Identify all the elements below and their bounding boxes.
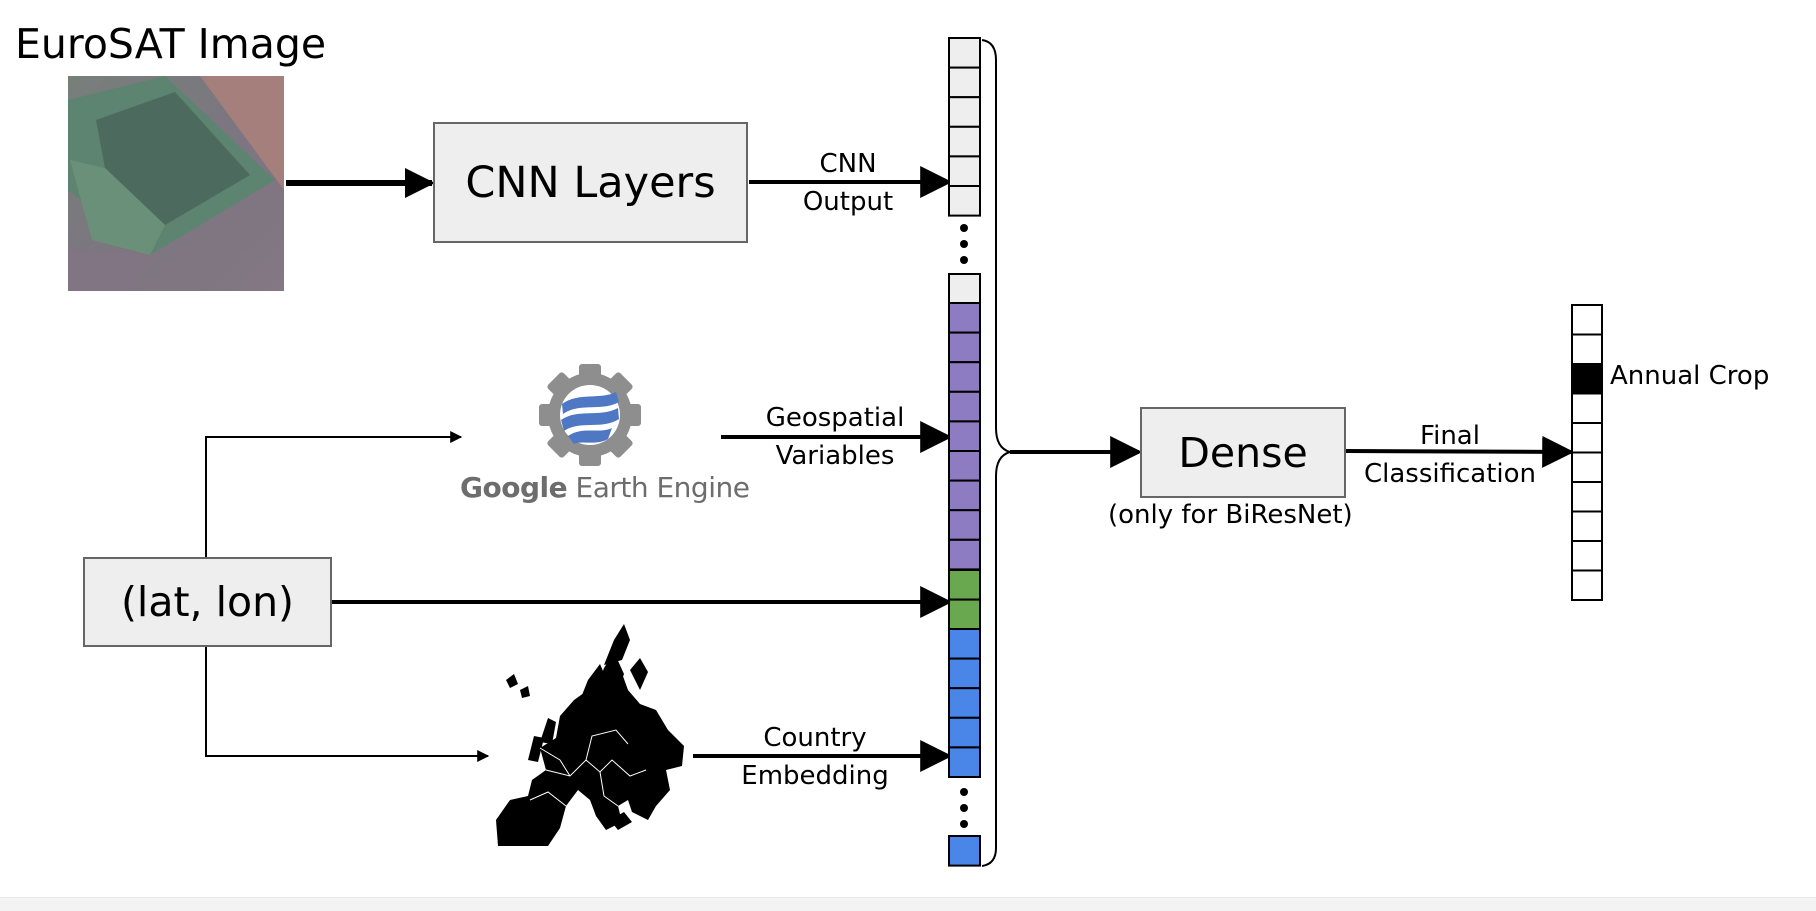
geospatial-line-1: Geospatial bbox=[765, 403, 905, 433]
country-line-1: Country bbox=[763, 723, 867, 753]
output-cell bbox=[1571, 333, 1603, 365]
output-cell-selected bbox=[1571, 363, 1603, 395]
output-cell bbox=[1571, 510, 1603, 542]
country-embedding-cell bbox=[948, 628, 981, 660]
country-embedding-cell bbox=[948, 657, 981, 690]
geospatial-line-2: Variables bbox=[775, 441, 895, 471]
dense-box: Dense bbox=[1140, 407, 1346, 498]
cnn-output-cell bbox=[948, 125, 981, 158]
eurosat-image bbox=[68, 76, 284, 291]
cnn-output-cell bbox=[948, 155, 981, 187]
dense-condition-note: (only for BiResNet) bbox=[1108, 500, 1353, 530]
country-embedding-cell bbox=[948, 746, 981, 779]
output-cell bbox=[1571, 481, 1603, 513]
final-classification-label: Final Classification bbox=[1345, 417, 1555, 493]
lat-lon-cell bbox=[948, 569, 981, 601]
geospatial-variables-cell bbox=[948, 420, 981, 452]
output-vector bbox=[1571, 304, 1603, 601]
lat-lon-cell bbox=[948, 598, 981, 631]
concat-brace bbox=[981, 39, 1014, 867]
output-cell bbox=[1571, 451, 1603, 483]
geospatial-variables-label: Geospatial Variables bbox=[745, 399, 925, 475]
earth-engine-logo-icon bbox=[539, 364, 641, 466]
final-line-2: Classification bbox=[1363, 459, 1537, 489]
country-embedding-cell bbox=[948, 716, 981, 749]
geospatial-variables-cell bbox=[948, 361, 981, 393]
feature-vector bbox=[948, 37, 981, 867]
geospatial-variables-cell bbox=[948, 331, 981, 364]
vector-ellipsis-lower bbox=[960, 788, 968, 828]
europe-map-icon bbox=[496, 624, 684, 846]
earth-engine-wordmark-rest: Earth Engine bbox=[575, 471, 750, 504]
output-cell bbox=[1571, 392, 1603, 424]
geospatial-variables-cell bbox=[948, 302, 981, 334]
arrow-latlon-to-gee bbox=[205, 431, 463, 557]
europe-borders bbox=[529, 729, 647, 807]
cnn-output-line-1: CNN bbox=[819, 149, 877, 179]
earth-engine-wordmark-google: Google bbox=[460, 471, 568, 504]
geospatial-variables-cell bbox=[948, 538, 981, 571]
footer-strip bbox=[0, 897, 1816, 911]
output-cell bbox=[1571, 304, 1603, 336]
geospatial-variables-cell bbox=[948, 450, 981, 482]
arrow-latlon-to-map bbox=[205, 647, 490, 762]
country-embedding-tail-cell bbox=[948, 835, 981, 867]
cnn-output-cell bbox=[948, 66, 981, 99]
cnn-output-label: CNN Output bbox=[780, 145, 916, 221]
output-cell bbox=[1571, 540, 1603, 572]
cnn-output-cell bbox=[948, 37, 981, 69]
arrow-dense-to-output bbox=[1345, 435, 1575, 468]
vector-ellipsis-upper bbox=[960, 224, 968, 264]
final-line-1: Final bbox=[1420, 421, 1480, 451]
dense-label: Dense bbox=[1178, 428, 1308, 477]
latlon-label: (lat, lon) bbox=[120, 578, 295, 626]
cnn-layers-box: CNN Layers bbox=[433, 122, 748, 243]
earth-engine-wordmark: Google Earth Engine bbox=[460, 471, 750, 504]
output-cell bbox=[1571, 569, 1603, 601]
cnn-layers-label: CNN Layers bbox=[465, 157, 716, 208]
cnn-output-cell bbox=[948, 185, 981, 217]
output-class-label: Annual Crop bbox=[1610, 361, 1770, 391]
geospatial-variables-cell bbox=[948, 479, 981, 512]
geospatial-variables-cell bbox=[948, 509, 981, 541]
geospatial-variables-cell bbox=[948, 390, 981, 423]
latlon-box: (lat, lon) bbox=[83, 557, 332, 647]
cnn-output-tail-cell bbox=[948, 273, 981, 305]
country-line-2: Embedding bbox=[741, 761, 889, 791]
output-cell bbox=[1571, 422, 1603, 454]
country-embedding-label: Country Embedding bbox=[715, 719, 915, 795]
cnn-output-cell bbox=[948, 96, 981, 128]
cnn-output-line-2: Output bbox=[802, 187, 894, 217]
country-embedding-cell bbox=[948, 687, 981, 719]
eurosat-image-title: EuroSAT Image bbox=[15, 20, 327, 68]
